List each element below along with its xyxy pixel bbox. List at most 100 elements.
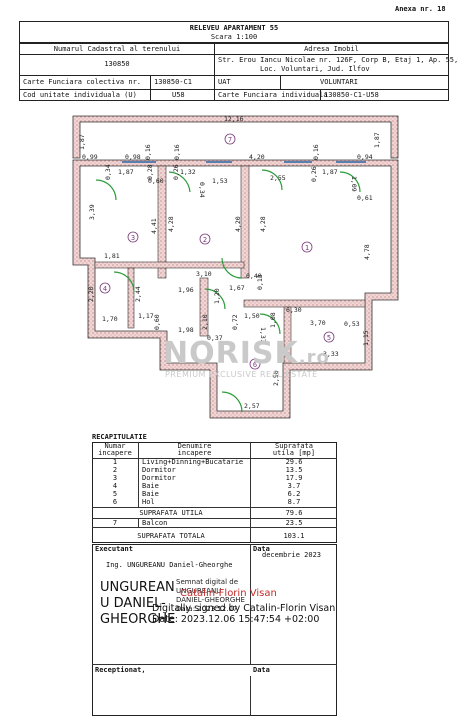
dim-left-top: 1,87 xyxy=(78,134,86,150)
dim-098: 0,98 xyxy=(125,153,141,161)
wall-int-b xyxy=(240,165,250,279)
dim-187b: 1,87 xyxy=(322,168,338,176)
dim-061: 0,61 xyxy=(357,194,373,202)
recap-col-area-2: utila [mp] xyxy=(272,449,316,457)
signature-detail-3: DANIEL-GHEORGHE xyxy=(176,596,245,604)
room-markers xyxy=(99,133,335,370)
document-title: RELEVEU APARTAMENT 55 xyxy=(189,24,279,32)
dim-428b: 4,28 xyxy=(259,216,267,232)
dim-0-34: 0,34 xyxy=(198,182,206,198)
balcony-name: Balcon xyxy=(142,519,168,527)
room-label-5: 5 xyxy=(327,334,331,342)
recap-title: RECAPITULATIE xyxy=(92,433,147,441)
dim-028: 0,28 xyxy=(146,164,154,180)
dim-150: 1,50 xyxy=(244,312,260,320)
dim-016c: 0,16 xyxy=(312,144,320,160)
date-value: decembrie 2023 xyxy=(262,551,322,559)
receptionat-label: Receptionat, xyxy=(95,666,146,674)
signature-name-2: U DANIEL- xyxy=(100,596,166,611)
unit-code-label: Cod unitate individuala (U) xyxy=(23,91,137,99)
dim-026: 0,26 xyxy=(172,164,180,180)
dim-060: 0,60 xyxy=(148,177,164,185)
recap-col-name-2: incapere xyxy=(177,449,212,457)
dim-060b: 0,60 xyxy=(153,314,161,330)
floor-plan: 7 3 2 1 4 5 6 12,16 1,87 1,87 0,99 0,98 … xyxy=(72,115,399,419)
useful-area-value: 79.6 xyxy=(285,509,303,517)
dim-132: 1,32 xyxy=(180,168,196,176)
dim-108: 1,08 xyxy=(269,312,277,328)
digital-signature-line-2: Date: 2023.12.06 15:47:54 +02:00 xyxy=(152,614,320,625)
dim-196: 1,96 xyxy=(178,286,194,294)
title-box: RELEVEU APARTAMENT 55 Scara 1:100 xyxy=(19,21,449,43)
date-label-2: Data xyxy=(253,666,270,674)
dim-099: 0,99 xyxy=(82,153,98,161)
dim-187a: 1,87 xyxy=(118,168,134,176)
useful-area-label: SUPRAFATA UTILA xyxy=(139,509,203,517)
unit-code-value: U58 xyxy=(172,91,185,99)
signature-detail-4: Data: 2023.12.07 xyxy=(176,605,238,613)
dim-250: 2,50 xyxy=(272,370,280,386)
room-label-2: 2 xyxy=(203,236,207,244)
recap-col-area: Suprafata xyxy=(275,442,313,450)
dim-040: 0,40 xyxy=(246,272,262,280)
dim-339: 3,39 xyxy=(88,204,96,220)
dim-441: 4,41 xyxy=(150,218,158,234)
wall-int-a xyxy=(157,165,167,279)
door-arcs xyxy=(95,169,361,413)
dim-034: 0,34 xyxy=(104,164,112,180)
dim-198: 1,98 xyxy=(178,326,194,334)
wall-int-f xyxy=(243,299,366,308)
recap-col-nr: Numar xyxy=(104,442,126,450)
dim-428a: 4,28 xyxy=(167,216,175,232)
signature-block xyxy=(92,544,337,716)
room-label-4: 4 xyxy=(103,285,107,293)
dim-478: 4,78 xyxy=(363,244,371,260)
dim-115: 1,15 xyxy=(362,330,370,346)
recap-col-name: Denumire xyxy=(177,442,212,450)
dim-109: 1,09 xyxy=(350,176,358,192)
signature-stamp-red: Catalin-Florin Visan xyxy=(180,588,277,599)
dim-top: 12,16 xyxy=(224,115,244,123)
dim-210: 2,10 xyxy=(201,314,209,330)
signature-name-3: GHEORGHE xyxy=(100,612,176,627)
cf-individual-value: 130850-C1-U58 xyxy=(324,91,379,99)
recap-col-nr-2: incapere xyxy=(98,449,132,457)
executant-label: Executant xyxy=(95,545,133,553)
cadastral-label: Numarul Cadastral al terenului xyxy=(53,45,181,53)
dim-167: 1,67 xyxy=(229,284,245,292)
dim-333: 3,33 xyxy=(323,350,339,358)
dim-120: 1,20 xyxy=(213,288,221,304)
wall-int-d xyxy=(127,267,135,329)
uat-value: VOLUNTARI xyxy=(320,78,358,86)
uat-label: UAT xyxy=(218,78,231,86)
wall-int-c xyxy=(94,261,245,269)
dim-094: 0,94 xyxy=(357,153,373,161)
signature-name-1: UNGUREAN xyxy=(100,580,175,595)
watermark-brand: NORISK.ro xyxy=(163,336,330,371)
balcony-outline xyxy=(72,115,399,159)
dim-244: 2,44 xyxy=(134,286,142,302)
total-area-value: 103.1 xyxy=(283,532,305,540)
wall-int-e xyxy=(199,277,209,337)
dim-257: 2,57 xyxy=(244,402,260,410)
dim-420a: 4,20 xyxy=(249,153,265,161)
dim-right-top: 1,87 xyxy=(373,132,381,148)
dim-255: 2,55 xyxy=(270,174,286,182)
scale-label: Scara 1:100 xyxy=(210,33,258,41)
dim-053: 0,53 xyxy=(344,320,360,328)
cf-collective-label: Carte Funciara colectiva nr. xyxy=(23,78,142,86)
dim-013: 0,13 xyxy=(256,274,264,290)
dim-220: 2,20 xyxy=(87,286,95,302)
room-label-6: 6 xyxy=(253,361,257,369)
annex-label: Anexa nr. 18 xyxy=(395,5,446,13)
dim-310: 3,10 xyxy=(196,270,212,278)
dim-117: 1,17 xyxy=(138,312,154,320)
cf-individual-label: Carte Funciara individuala xyxy=(218,91,328,99)
address-line-2: Loc. Voluntari, Jud. Ilfov xyxy=(260,65,370,73)
wall-int-g xyxy=(283,306,292,364)
address-line-1: Str. Erou Iancu Nicolae nr. 126F, Corp B… xyxy=(218,56,459,64)
outer-walls xyxy=(72,159,399,419)
room-label-3: 3 xyxy=(131,234,135,242)
dim-072: 0,72 xyxy=(231,314,239,330)
dim-016a: 0,16 xyxy=(144,144,152,160)
